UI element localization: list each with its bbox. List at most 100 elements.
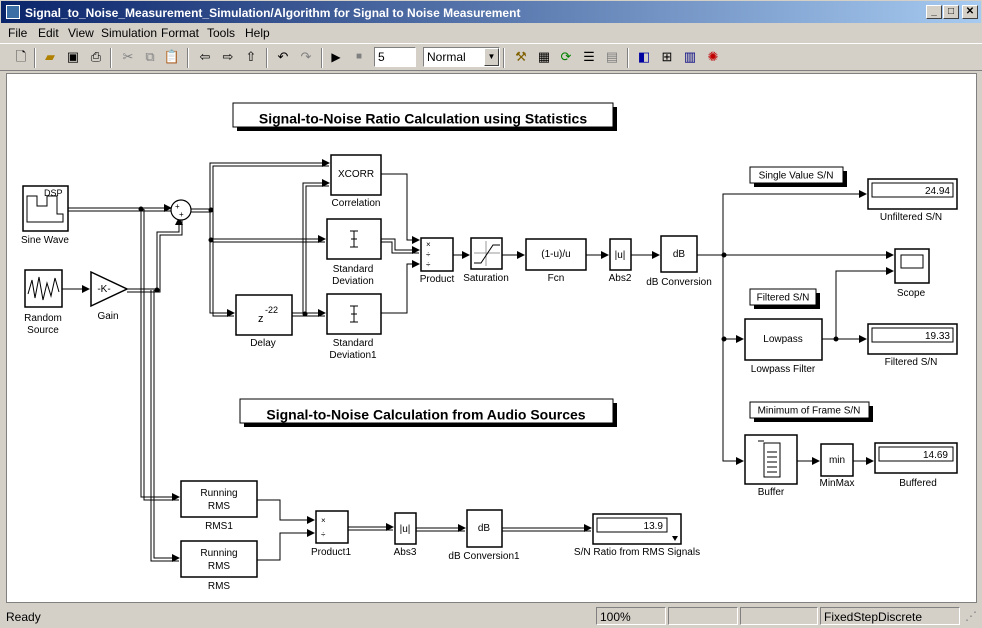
up-arrow-icon[interactable]: ⇧ [245, 49, 257, 64]
menu-view[interactable]: View [68, 26, 94, 40]
new-model-icon[interactable]: 🗋 [15, 49, 27, 64]
random-source-block[interactable]: Random Source [24, 269, 63, 336]
diagnostics-icon[interactable]: ✺ [707, 49, 719, 64]
rms-block[interactable]: Running RMS RMS [180, 540, 258, 592]
print-icon[interactable]: ⎙ [90, 49, 102, 64]
annotation-title1-text: Signal-to-Noise Ratio Calculation using … [259, 111, 587, 127]
buffered-label: Buffered [899, 478, 937, 489]
unfiltered-sn-display[interactable]: 24.94 Unfiltered S/N [867, 178, 958, 223]
delay-block[interactable]: z -22 Delay [235, 294, 293, 349]
simulink-app-icon[interactable] [6, 5, 20, 19]
annotation-title2[interactable]: Signal-to-Noise Calculation from Audio S… [239, 398, 617, 427]
toolbar-separator [187, 48, 189, 68]
toolbar: 🗋 ▰ ▣ ⎙ ✂ ⧉ 📋 ⇦ ⇨ ⇧ ↶ ↷ ▶ ■ ⚒ ▦ ⟳ ☰ ▤ ◧ … [0, 43, 982, 71]
model-explorer-icon[interactable]: ▤ [605, 49, 619, 64]
std1-label-2: Deviation1 [329, 350, 377, 361]
db-conversion-block[interactable]: dB dB Conversion [646, 235, 712, 288]
annotation-single-value[interactable]: Single Value S/N [749, 166, 847, 187]
standard-deviation1-block[interactable]: Standard Deviation1 [326, 293, 382, 361]
cut-icon[interactable]: ✂ [122, 49, 134, 64]
std-label-1: Standard [333, 264, 374, 275]
buffered-display[interactable]: 14.69 Buffered [874, 442, 958, 489]
resize-grip-icon[interactable]: ⋰ [965, 609, 977, 623]
menu-edit[interactable]: Edit [38, 26, 59, 40]
minimize-button[interactable]: _ [926, 5, 942, 19]
debugger-icon[interactable]: ▥ [683, 49, 697, 64]
open-folder-icon[interactable]: ▰ [45, 49, 55, 64]
copy-icon[interactable]: ⧉ [145, 49, 155, 64]
lowpass-filter-block[interactable]: Lowpass Lowpass Filter [744, 318, 823, 375]
sum-plus-sign: + [179, 210, 184, 219]
refresh-icon[interactable]: ⟳ [560, 49, 572, 64]
save-icon[interactable]: ▣ [66, 49, 80, 64]
filtered-sn-display[interactable]: 19.33 Filtered S/N [867, 323, 958, 368]
random-source-label-1: Random [24, 313, 62, 324]
stop-simulation-icon[interactable]: ■ [355, 51, 363, 62]
scope-label: Scope [897, 288, 926, 299]
menu-file[interactable]: File [8, 26, 28, 40]
simulation-mode-select[interactable]: Normal ▼ [423, 47, 500, 67]
minmax-block[interactable]: min MinMax [819, 443, 855, 489]
status-empty-1 [668, 607, 738, 625]
menu-simulation[interactable]: Simulation [101, 26, 158, 40]
display-scroll-down-icon[interactable] [672, 536, 678, 541]
chevron-down-icon[interactable]: ▼ [484, 48, 499, 66]
delay-label: Delay [250, 338, 276, 349]
update-diagram-icon[interactable]: ▦ [537, 49, 551, 64]
saturation-block[interactable]: Saturation [463, 237, 509, 284]
menu-help[interactable]: Help [245, 26, 270, 40]
annotation-min-frame[interactable]: Minimum of Frame S/N [749, 401, 873, 422]
redo-icon[interactable]: ↷ [300, 49, 312, 64]
back-arrow-icon[interactable]: ⇦ [199, 49, 211, 64]
random-source-label-2: Source [27, 325, 59, 336]
forward-arrow-icon[interactable]: ⇨ [222, 49, 234, 64]
library-browser-icon[interactable]: ◧ [637, 49, 651, 64]
status-solver: FixedStepDiscrete [820, 607, 960, 625]
product1-divide-sign: ÷ [321, 530, 326, 539]
db-conversion1-label: dB Conversion1 [448, 551, 520, 562]
abs2-label: Abs2 [609, 273, 632, 284]
db-conversion1-block[interactable]: dB dB Conversion1 [448, 509, 520, 562]
status-empty-2 [740, 607, 818, 625]
sum-block[interactable]: + + [170, 199, 192, 221]
product1-block[interactable]: × ÷ Product1 [311, 510, 351, 558]
product-block[interactable]: × ÷ ÷ Product [420, 237, 455, 285]
paste-icon[interactable]: 📋 [163, 49, 181, 64]
saturation-label: Saturation [463, 273, 509, 284]
unfiltered-sn-value: 24.94 [925, 186, 950, 197]
product-label: Product [420, 274, 455, 285]
correlation-block[interactable]: XCORR Correlation [330, 154, 382, 209]
menu-format[interactable]: Format [161, 26, 200, 40]
undo-icon[interactable]: ↶ [277, 49, 289, 64]
scope-block[interactable]: Scope [894, 248, 930, 299]
buffer-block[interactable]: Buffer [744, 434, 798, 498]
buffered-value: 14.69 [923, 450, 948, 461]
maximize-button[interactable]: □ [943, 5, 959, 19]
menu-tools[interactable]: Tools [207, 26, 236, 40]
abs3-block[interactable]: |u| Abs3 [394, 512, 417, 558]
gain-block[interactable]: -K- Gain [90, 270, 129, 322]
status-ready: Ready [6, 610, 41, 624]
close-button[interactable]: ✕ [962, 5, 978, 19]
db-icon-text: dB [673, 249, 686, 260]
model-canvas[interactable]: Signal-to-Noise Ratio Calculation using … [6, 73, 977, 603]
sn-ratio-rms-display[interactable]: 13.9 S/N Ratio from RMS Signals [574, 513, 700, 558]
build-icon[interactable]: ⚒ [515, 49, 527, 64]
library-icon[interactable]: ☰ [583, 49, 595, 64]
annotation-filtered[interactable]: Filtered S/N [749, 288, 820, 309]
rms1-block[interactable]: Running RMS RMS1 [180, 480, 258, 532]
start-simulation-icon[interactable]: ▶ [331, 50, 341, 64]
fcn-block[interactable]: (1-u)/u Fcn [525, 238, 587, 284]
annotation-title1[interactable]: Signal-to-Noise Ratio Calculation using … [232, 102, 617, 131]
standard-deviation-block[interactable]: Standard Deviation [326, 218, 382, 287]
product1-times-sign: × [321, 516, 326, 525]
title-bar[interactable]: Signal_to_Noise_Measurement_Simulation/A… [0, 0, 982, 24]
rms-label: RMS [208, 581, 231, 592]
stop-time-input[interactable]: 5 [374, 47, 416, 67]
delay-exponent: -22 [265, 305, 278, 315]
std-label-2: Deviation [332, 276, 374, 287]
toolbar-separator [627, 48, 629, 68]
model-browser-icon[interactable]: ⊞ [661, 49, 673, 64]
sine-wave-block[interactable]: DSP Sine Wave [21, 185, 69, 246]
abs2-block[interactable]: |u| Abs2 [609, 238, 632, 284]
